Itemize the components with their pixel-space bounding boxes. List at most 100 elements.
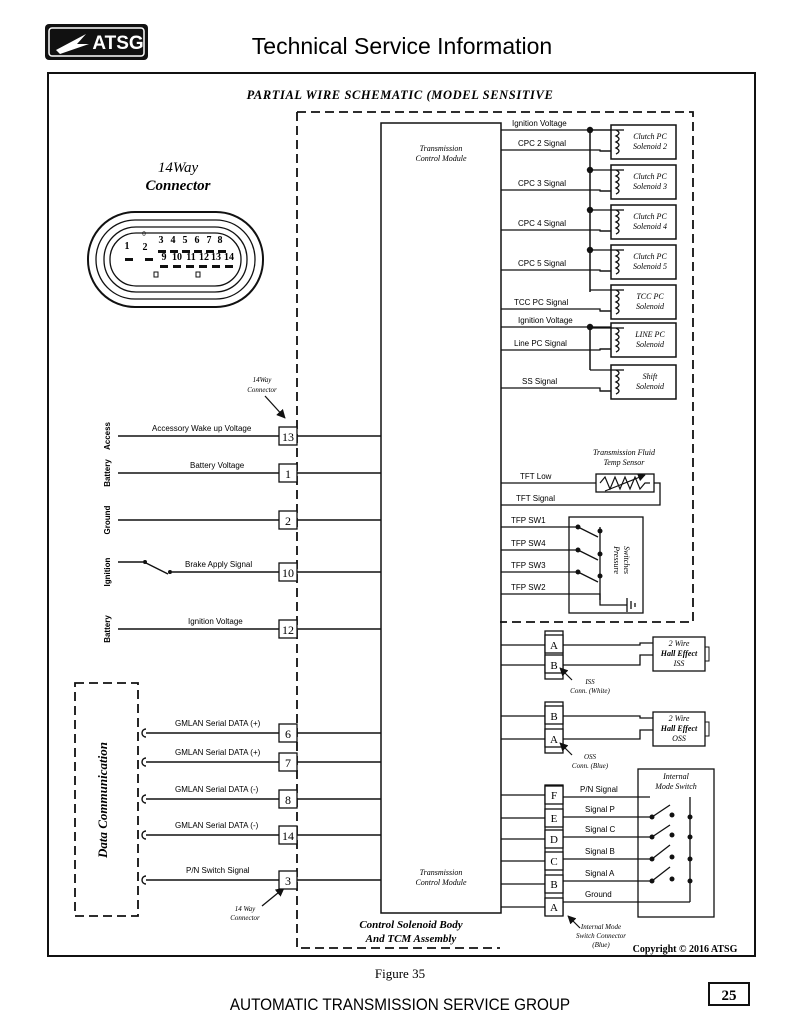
pin-number: 6 bbox=[195, 235, 200, 246]
svg-text:ISS: ISS bbox=[584, 678, 595, 686]
callout-arrow bbox=[559, 667, 573, 681]
pin-number: 7 bbox=[207, 235, 212, 246]
assembly-label: And TCM Assembly bbox=[365, 933, 457, 945]
connector-pin bbox=[278, 463, 298, 483]
svg-text:2 Wire: 2 Wire bbox=[669, 714, 690, 723]
copyright: Copyright © 2016 ATSG bbox=[633, 944, 738, 955]
connector-callout: Connector bbox=[230, 914, 260, 922]
pin-letter: E bbox=[551, 813, 558, 825]
pin-slot bbox=[145, 258, 153, 261]
pin-number: 12 bbox=[282, 623, 294, 637]
svg-text:Solenoid 3: Solenoid 3 bbox=[633, 182, 667, 191]
side-label: Ignition bbox=[103, 557, 112, 586]
svg-text:Clutch PC: Clutch PC bbox=[633, 212, 667, 221]
wire-label: Accessory Wake up Voltage bbox=[152, 424, 252, 433]
wire-label: TFP SW2 bbox=[511, 583, 546, 592]
wire-label: GMLAN Serial DATA (+) bbox=[175, 748, 261, 757]
assembly-label: Control Solenoid Body bbox=[359, 919, 462, 931]
pin-letter: F bbox=[551, 790, 557, 802]
wire-label: Ignition Voltage bbox=[188, 617, 243, 626]
pin-marker: 0 bbox=[142, 230, 146, 238]
wire-label: TFT Low bbox=[520, 472, 552, 481]
pin-number: 10 bbox=[282, 566, 294, 580]
side-label: Battery bbox=[103, 615, 112, 643]
callout-arrow bbox=[261, 887, 285, 907]
svg-text:Solenoid: Solenoid bbox=[636, 340, 665, 349]
pin-slot bbox=[158, 250, 166, 253]
pin-slot bbox=[225, 265, 233, 268]
coil-icon bbox=[614, 129, 620, 155]
pin-slot bbox=[182, 250, 190, 253]
pin-slot bbox=[173, 265, 181, 268]
page-number: 25 bbox=[722, 988, 737, 1004]
pin-number: 14 bbox=[282, 829, 294, 843]
wire-label: CPC 2 Signal bbox=[518, 139, 566, 148]
terminal-icon bbox=[141, 875, 147, 885]
callout-arrow bbox=[567, 915, 581, 929]
pin-slot bbox=[186, 265, 194, 268]
connector-pin bbox=[278, 723, 298, 743]
tcm-label: Control Module bbox=[415, 154, 466, 163]
coil-icon bbox=[614, 369, 620, 395]
assembly-dashed-top bbox=[297, 111, 694, 623]
page-number-box bbox=[708, 982, 750, 1006]
svg-text:Mode Switch: Mode Switch bbox=[654, 782, 697, 791]
side-label: Ground bbox=[103, 505, 112, 534]
connector-pin bbox=[544, 634, 564, 654]
wire-label: Brake Apply Signal bbox=[185, 560, 252, 569]
svg-text:LINE PC: LINE PC bbox=[634, 330, 665, 339]
logo-check-icon bbox=[56, 34, 89, 54]
figure-caption: Figure 35 bbox=[375, 966, 425, 981]
pin-number: 1 bbox=[285, 467, 291, 481]
pin-slot bbox=[125, 258, 133, 261]
terminal-icon bbox=[141, 728, 147, 738]
connector-callout: Connector bbox=[247, 386, 277, 394]
connector-pin bbox=[278, 510, 298, 530]
wire-label: Ignition Voltage bbox=[518, 316, 573, 325]
footer-org: AUTOMATIC TRANSMISSION SERVICE GROUP bbox=[230, 995, 570, 1014]
wire-label: GMLAN Serial DATA (-) bbox=[175, 821, 259, 830]
coil-icon bbox=[614, 169, 620, 195]
tcm-box bbox=[380, 122, 502, 914]
svg-text:Clutch PC: Clutch PC bbox=[633, 172, 667, 181]
svg-text:ATSG: ATSG bbox=[92, 33, 143, 54]
wire-label: Ground bbox=[585, 890, 612, 899]
assembly-dashed-left bbox=[296, 112, 500, 949]
callout-arrow bbox=[264, 395, 286, 419]
key-slot bbox=[153, 271, 159, 278]
brake-switch-icon bbox=[145, 562, 169, 575]
pin-number: 8 bbox=[218, 235, 223, 246]
connector-face: 0 bbox=[87, 211, 264, 308]
wire-label: Signal C bbox=[585, 825, 615, 834]
pin-letter: D bbox=[550, 834, 558, 846]
tcm-label-bottom: Control Module bbox=[415, 878, 466, 887]
page-title: Technical Service Information bbox=[252, 33, 552, 59]
pin-letter: C bbox=[550, 856, 557, 868]
svg-text:Solenoid 5: Solenoid 5 bbox=[633, 262, 667, 271]
connector-pin bbox=[278, 619, 298, 639]
coil-icon bbox=[614, 289, 620, 315]
svg-text:ISS: ISS bbox=[673, 659, 685, 668]
svg-text:Solenoid: Solenoid bbox=[636, 382, 665, 391]
wire-label: GMLAN Serial DATA (+) bbox=[175, 719, 261, 728]
data-comm-label: Data Communication bbox=[95, 742, 110, 859]
connector-title: Connector bbox=[145, 178, 210, 194]
connector-callout: 14 Way bbox=[235, 905, 256, 913]
coil-icon bbox=[614, 249, 620, 275]
pin-number: 10 bbox=[172, 252, 182, 263]
pin-slot bbox=[218, 250, 226, 253]
pin-number: 3 bbox=[159, 235, 164, 246]
pin-number: 14 bbox=[224, 252, 234, 263]
pin-number: 4 bbox=[171, 235, 176, 246]
wire-label: TFP SW1 bbox=[511, 516, 546, 525]
wire-label: SS Signal bbox=[522, 377, 557, 386]
wire-label: CPC 3 Signal bbox=[518, 179, 566, 188]
connector-pin bbox=[278, 825, 298, 845]
atsg-logo: ATSG bbox=[45, 24, 148, 60]
connector-callout: 14Way bbox=[253, 376, 273, 384]
